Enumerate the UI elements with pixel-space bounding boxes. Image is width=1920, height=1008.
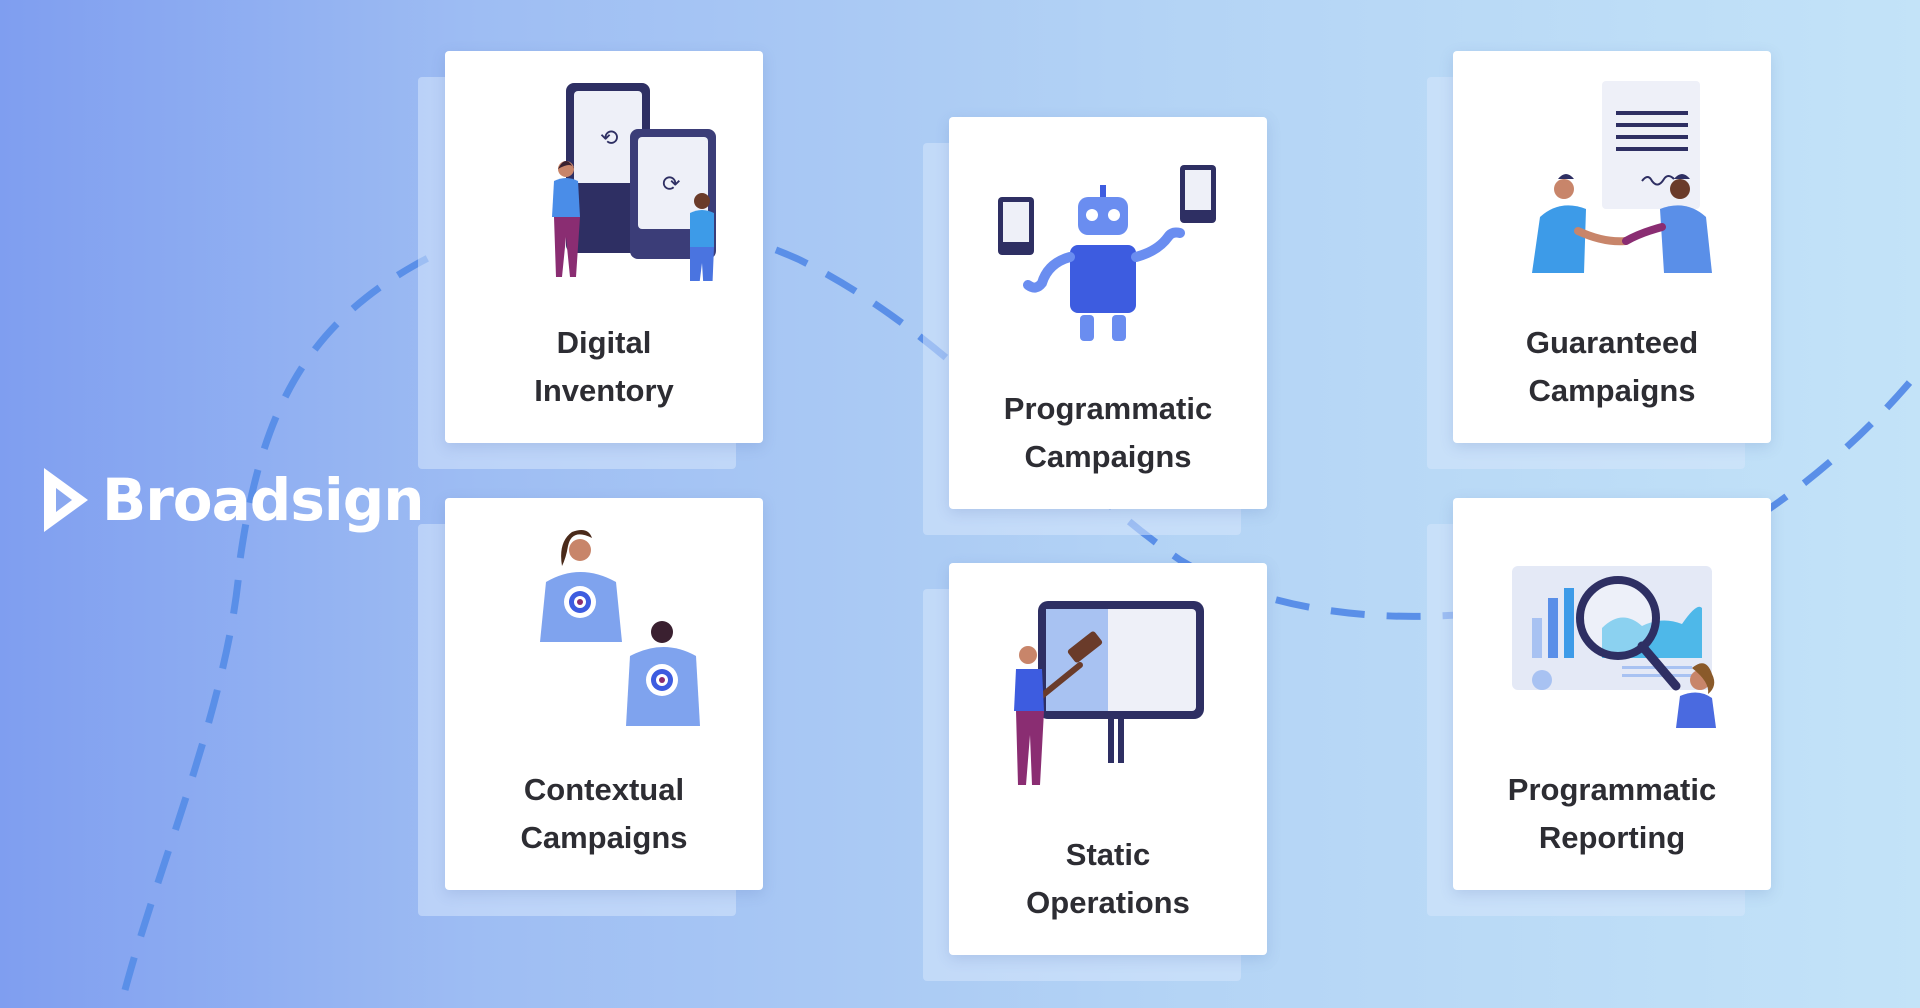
card-title: Contextual Campaigns [520,772,688,855]
svg-text:⟳: ⟳ [662,172,680,197]
play-logo-icon [44,468,88,532]
card-programmatic-reporting[interactable]: Programmatic Reporting [1453,498,1771,890]
broadsign-logo[interactable]: Broadsign [42,466,425,534]
card-title: Guaranteed Campaigns [1525,325,1699,408]
handshake-contract-illustration [1532,81,1712,273]
robot-holding-screens-illustration [998,165,1216,341]
targeted-people-illustration [540,530,700,726]
card-title: Static Operations [1026,837,1190,920]
card-contextual-campaigns[interactable]: Contextual Campaigns [445,498,763,890]
card-static-operations[interactable]: Static Operations [949,563,1267,955]
svg-text:⟲: ⟲ [600,126,618,151]
people-with-screens-illustration: ⟲ ⟳ [552,83,716,281]
card-title: Programmatic Campaigns [1003,391,1213,474]
card-title: Programmatic Reporting [1507,772,1717,855]
card-title: Digital Inventory [534,325,674,408]
card-programmatic-campaigns[interactable]: Programmatic Campaigns [949,117,1267,509]
worker-pasting-billboard-illustration [1014,601,1204,785]
magnifier-report-illustration [1512,566,1716,728]
card-digital-inventory[interactable]: ⟲ ⟳ Digital Inventory [445,51,763,443]
card-guaranteed-campaigns[interactable]: Guaranteed Campaigns [1453,51,1771,443]
brand-name: Broadsign [102,466,425,534]
